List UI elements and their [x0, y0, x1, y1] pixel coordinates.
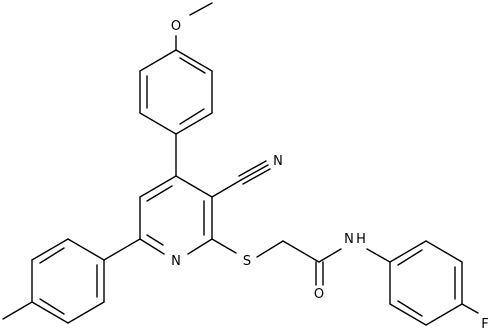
- amide-hydrogen-label: H: [356, 232, 366, 247]
- fluorophenyl-ring: [389, 240, 463, 326]
- bond-nh-aryl: [366, 248, 391, 263]
- bond-ch2-carbonyl: [282, 240, 320, 263]
- bond-methoxy-methyl: [189, 2, 213, 16]
- pyridine-nitrogen-label: N: [171, 254, 181, 269]
- carbonyl-double-bond: [315, 261, 324, 286]
- bond-ring-s: [211, 238, 237, 254]
- bond-tolyl-methyl: [2, 301, 33, 320]
- methoxy-oxygen-label: O: [171, 19, 181, 34]
- methoxyphenyl-ring: [139, 49, 213, 135]
- bond-carbonyl-nh: [318, 248, 342, 263]
- bond-ring-nitrile-c: [211, 179, 242, 198]
- tolyl-ring: [31, 238, 105, 324]
- sulfur-label: S: [243, 254, 251, 269]
- nitrile-triple-bond: [238, 160, 271, 185]
- bond-ring-fluorine: [461, 303, 479, 314]
- pyridine-ring: [139, 175, 213, 255]
- amide-nitrogen-label: N: [344, 232, 354, 247]
- bond-s-ch2: [256, 240, 284, 258]
- fluorine-label: F: [481, 317, 488, 332]
- bond-pyridine-tolyl: [103, 238, 141, 261]
- nitrile-nitrogen-label: N: [273, 154, 283, 169]
- carbonyl-oxygen-label: O: [314, 287, 324, 302]
